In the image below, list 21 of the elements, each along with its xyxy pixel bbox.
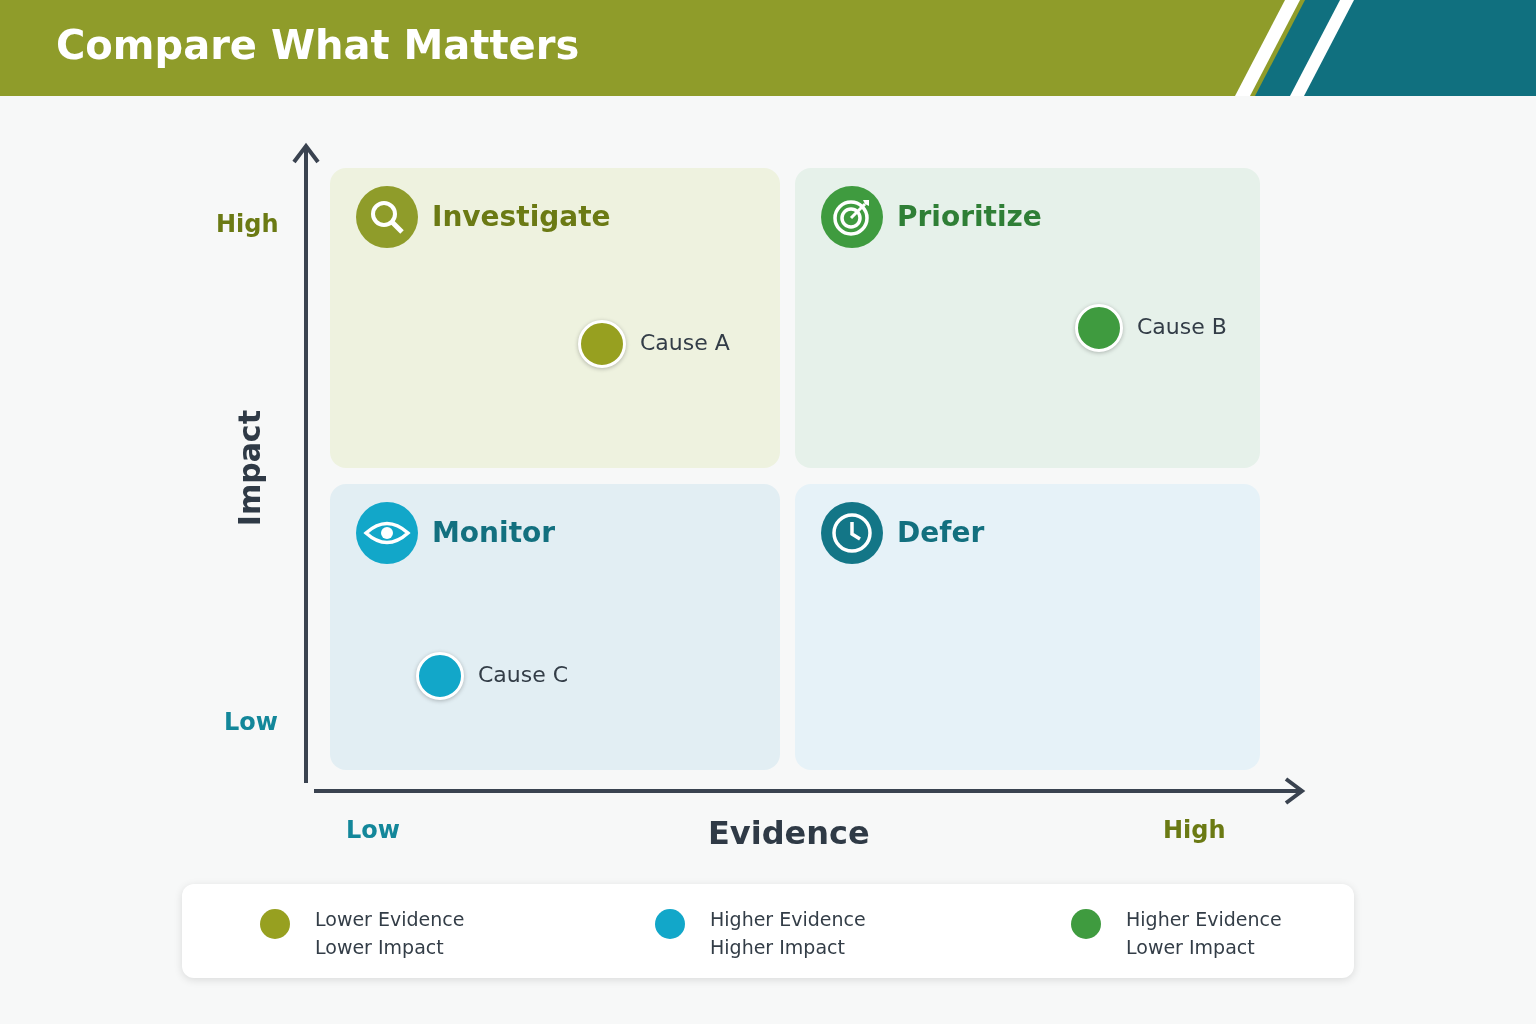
axis-title: Impact xyxy=(232,410,267,527)
quadrant-heading: Defer xyxy=(897,516,985,549)
legend-text: Lower Evidence Lower Impact xyxy=(315,907,466,960)
axis-tick-label: High xyxy=(1163,816,1226,844)
quadrant-panel xyxy=(795,168,1260,468)
quadrant-heading: Prioritize xyxy=(897,200,1042,233)
quadrant-heading: Monitor xyxy=(432,516,556,549)
legend-text: Higher Evidence Higher Impact xyxy=(710,907,867,960)
quadrant-panel xyxy=(330,168,780,468)
quadrant-panel xyxy=(330,484,780,770)
title: Compare What Matters xyxy=(56,22,580,68)
quadrant-heading: Investigate xyxy=(432,200,611,233)
quadrant-panel xyxy=(795,484,1260,770)
axis-title: Evidence xyxy=(708,814,870,852)
point-label: Cause C xyxy=(478,662,569,687)
axis-tick-label: High xyxy=(216,210,279,238)
point-label: Cause A xyxy=(640,330,730,355)
axis-tick-label: Low xyxy=(224,708,278,736)
point-label: Cause B xyxy=(1137,314,1227,339)
legend-text: Higher Evidence Lower Impact xyxy=(1126,907,1283,960)
axis-tick-label: Low xyxy=(346,816,400,844)
